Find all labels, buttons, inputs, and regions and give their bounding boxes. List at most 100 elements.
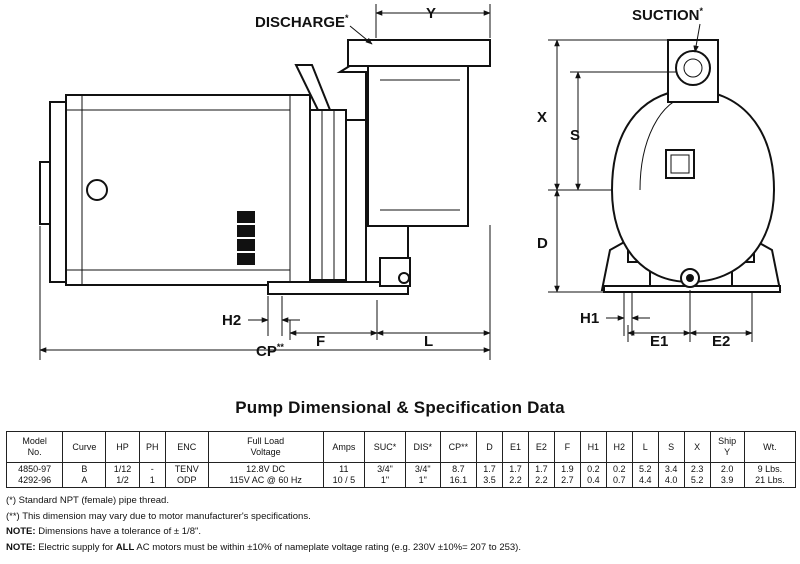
column-header: DIS*: [404, 431, 441, 463]
cell-value: 21 Lbs.: [755, 475, 785, 485]
dim-label-x: X: [537, 109, 547, 126]
cell-value: 4292-96: [18, 475, 52, 485]
column-header-line: L: [642, 441, 648, 452]
dim-label-h2: H2: [222, 312, 241, 329]
table-cell: 3/4"1": [364, 462, 406, 488]
column-header: Curve: [62, 431, 107, 463]
cell-value: 12.8V DC: [246, 464, 286, 474]
column-header-line: DIS*: [413, 441, 433, 452]
cell-value: 4.0: [664, 475, 678, 485]
cell-value: 5.2: [690, 475, 704, 485]
table-cell: 9 Lbs.21 Lbs.: [743, 462, 797, 488]
dim-label-e1: E1: [650, 333, 668, 350]
column-header: X: [683, 431, 711, 463]
dim-label-s: S: [570, 127, 580, 144]
column-header-line: ENC: [177, 441, 197, 452]
column-header-line: E2: [535, 441, 547, 452]
cell-value: 10 / 5: [332, 475, 356, 485]
dim-label-e2: E2: [712, 333, 730, 350]
pump-dimension-drawing: DISCHARGE* Y H2 F L CP**: [39, 4, 782, 360]
side-view-dimensions: [39, 4, 491, 360]
column-header-line: SUC*: [373, 441, 397, 452]
cell-value: 3.9: [720, 475, 734, 485]
cell-value: 2.7: [561, 475, 574, 485]
cell-value: 4.4: [638, 475, 652, 485]
page-title: Pump Dimensional & Specification Data: [235, 398, 565, 417]
column-header-line: H2: [613, 441, 626, 452]
front-view: [600, 39, 782, 293]
column-header: L: [631, 431, 659, 463]
cell-value: 2.2: [509, 475, 522, 485]
cell-value: 1.9: [561, 464, 574, 474]
column-header-line: Full Load: [247, 436, 285, 446]
cell-value: 3.4: [664, 464, 678, 474]
front-view-dimensions: [548, 23, 753, 342]
column-header-line: F: [564, 441, 571, 452]
column-header: S: [657, 431, 685, 463]
cell-value: A: [81, 475, 88, 485]
note-tolerance: NOTE: Dimensions have a tolerance of ± 1…: [6, 524, 521, 540]
dim-label-h1: H1: [580, 310, 599, 327]
column-header-line: Model: [22, 436, 47, 446]
cell-value: 16.1: [449, 475, 468, 485]
column-header-line: Wt.: [763, 441, 777, 452]
dim-label-y: Y: [426, 5, 436, 22]
cell-value: TENV: [174, 464, 199, 474]
column-header-line: No.: [27, 447, 42, 457]
dim-label-f: F: [316, 333, 325, 350]
cell-value: 8.7: [452, 464, 465, 474]
column-header-line: Y: [724, 447, 731, 457]
cell-value: 3/4": [377, 464, 393, 474]
column-header-line: D: [486, 441, 493, 452]
column-header-line: Ship: [718, 436, 737, 446]
side-view: [39, 39, 491, 295]
cell-value: 2.2: [535, 475, 548, 485]
cell-value: 0.2: [587, 464, 600, 474]
dim-label-cp: CP**: [256, 342, 284, 360]
note-label: NOTE:: [6, 541, 36, 553]
cell-value: B: [81, 464, 88, 474]
cell-value: 2.3: [690, 464, 704, 474]
cell-value: 0.4: [587, 475, 600, 485]
cell-value: 1/2: [116, 475, 129, 485]
column-header-line: H1: [587, 441, 600, 452]
column-header: Wt.: [743, 431, 797, 463]
column-header-line: HP: [116, 441, 129, 452]
column-header: D: [476, 431, 503, 463]
column-header: F: [553, 431, 581, 463]
suction-label: SUCTION*: [632, 6, 704, 24]
footnote-npt: (*) Standard NPT (female) pipe thread.: [6, 495, 169, 506]
note-text: Dimensions have a tolerance of ± 1/8".: [35, 526, 201, 537]
column-header: CP**: [439, 431, 478, 463]
column-header: H2: [605, 431, 633, 463]
cell-value: 0.7: [613, 475, 626, 485]
cell-value: 0.2: [613, 464, 626, 474]
cell-value: 9 Lbs.: [757, 464, 783, 474]
column-header-line: Curve: [72, 441, 97, 452]
note-emphasis: ALL: [115, 541, 135, 553]
column-header-line: CP**: [448, 441, 469, 452]
cell-value: 2.0: [720, 464, 734, 474]
column-header: H1: [579, 431, 607, 463]
dim-label-l: L: [424, 333, 433, 350]
cell-value: 1.7: [509, 464, 522, 474]
column-header: SUC*: [364, 431, 406, 463]
footnotes: (*) Standard NPT (female) pipe thread. (…: [6, 493, 521, 555]
note-electric-supply: NOTE: Electric supply for ALL AC motors …: [6, 540, 521, 556]
